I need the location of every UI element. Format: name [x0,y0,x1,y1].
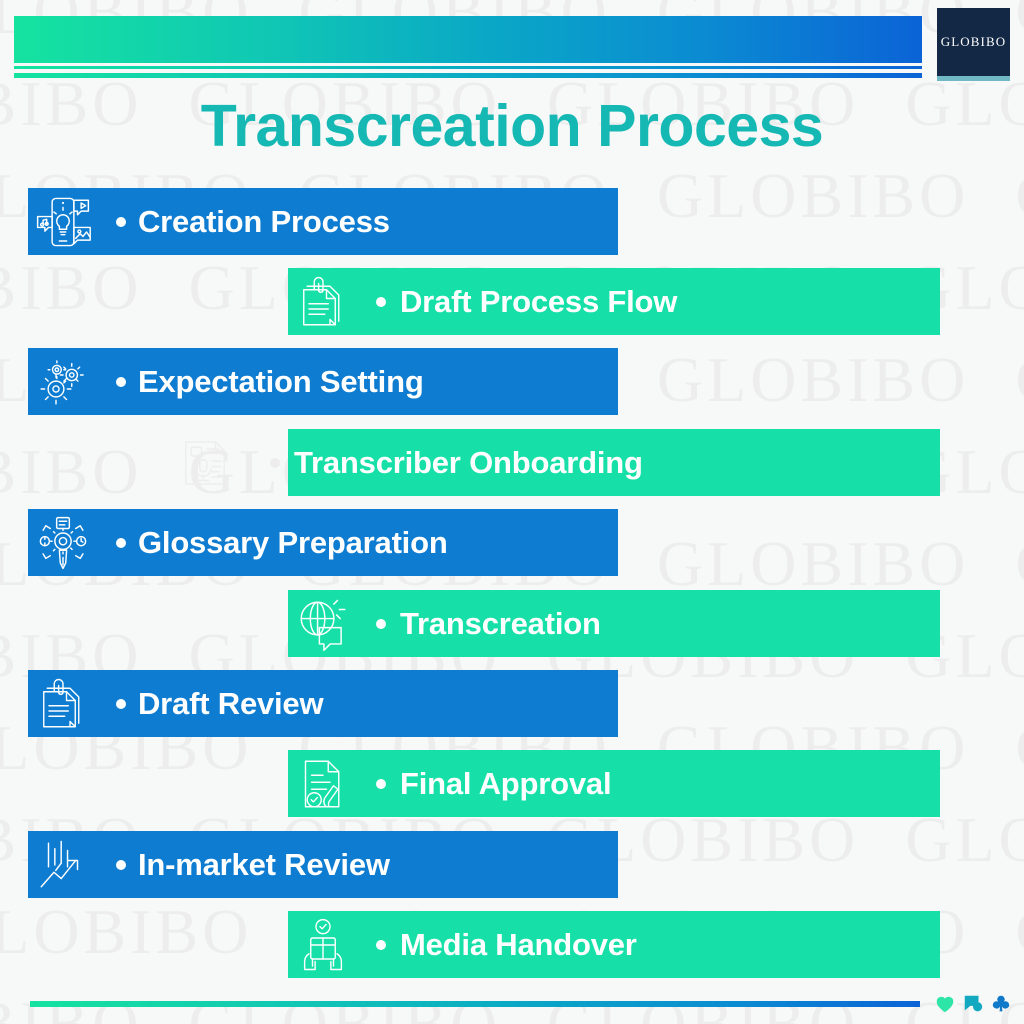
brand-logo-underline [937,76,1010,81]
process-step-1[interactable]: Creation Process [28,188,618,255]
process-step-10[interactable]: Media Handover [288,911,940,978]
process-step-label: Transcriber Onboarding [294,444,643,480]
bullet-marker [376,296,386,307]
page-title: Transcreation Process [200,93,824,159]
process-step-label: Draft Review [138,685,324,721]
process-step-label: Creation Process [138,203,390,239]
clover-icon [990,993,1012,1015]
growth-chart-arrow-icon [28,835,98,895]
process-step-label: Media Handover [400,926,637,962]
process-step-label: Final Approval [400,765,612,801]
header-accent-line-2 [14,73,922,78]
document-paperclip-icon [288,272,358,332]
process-step-label: Transcreation [400,605,601,641]
header-accent-line-1 [14,66,922,69]
bullet-marker [116,376,126,387]
bullet-marker [376,939,386,950]
process-step-3[interactable]: Expectation Setting [28,348,618,415]
bullet-marker [376,618,386,629]
transcription-mic-icon [170,433,240,493]
process-step-5[interactable]: Glossary Preparation [28,509,618,576]
process-step-label: Draft Process Flow [400,283,678,319]
process-step-9[interactable]: In-market Review [28,831,618,898]
bullet-marker [116,537,126,548]
bullet-marker [376,778,386,789]
header: GLOBIBO [0,0,1024,88]
footer-icon-group [934,990,1014,1018]
process-step-label: Glossary Preparation [138,524,448,560]
bullet-marker [270,457,280,468]
content-creation-icon [28,192,98,252]
bullet-marker [116,859,126,870]
brand-logo-text: GLOBIBO [940,34,1007,49]
header-gradient-bar [14,16,922,63]
approved-document-icon [288,754,358,814]
process-step-8[interactable]: Final Approval [288,750,940,817]
glossary-gear-pen-icon [28,513,98,573]
process-step-label: In-market Review [138,846,390,882]
gears-icon [28,352,98,412]
process-step-7[interactable]: Draft Review [28,670,618,737]
process-step-4[interactable]: Transcriber Onboarding [170,429,940,496]
brand-logo: GLOBIBO [937,8,1010,76]
process-step-6[interactable]: Transcreation [288,590,940,657]
process-step-label: Expectation Setting [138,363,424,399]
footer-gradient-line [30,1001,920,1007]
heart-icon [934,993,956,1015]
document-paperclip-icon [28,674,98,734]
handover-package-icon [288,915,358,975]
process-step-bar [288,429,940,496]
process-step-2[interactable]: Draft Process Flow [288,268,940,335]
globe-speech-icon [288,594,358,654]
bullet-marker [116,698,126,709]
bullet-marker [116,216,126,227]
chat-icon [962,993,984,1015]
